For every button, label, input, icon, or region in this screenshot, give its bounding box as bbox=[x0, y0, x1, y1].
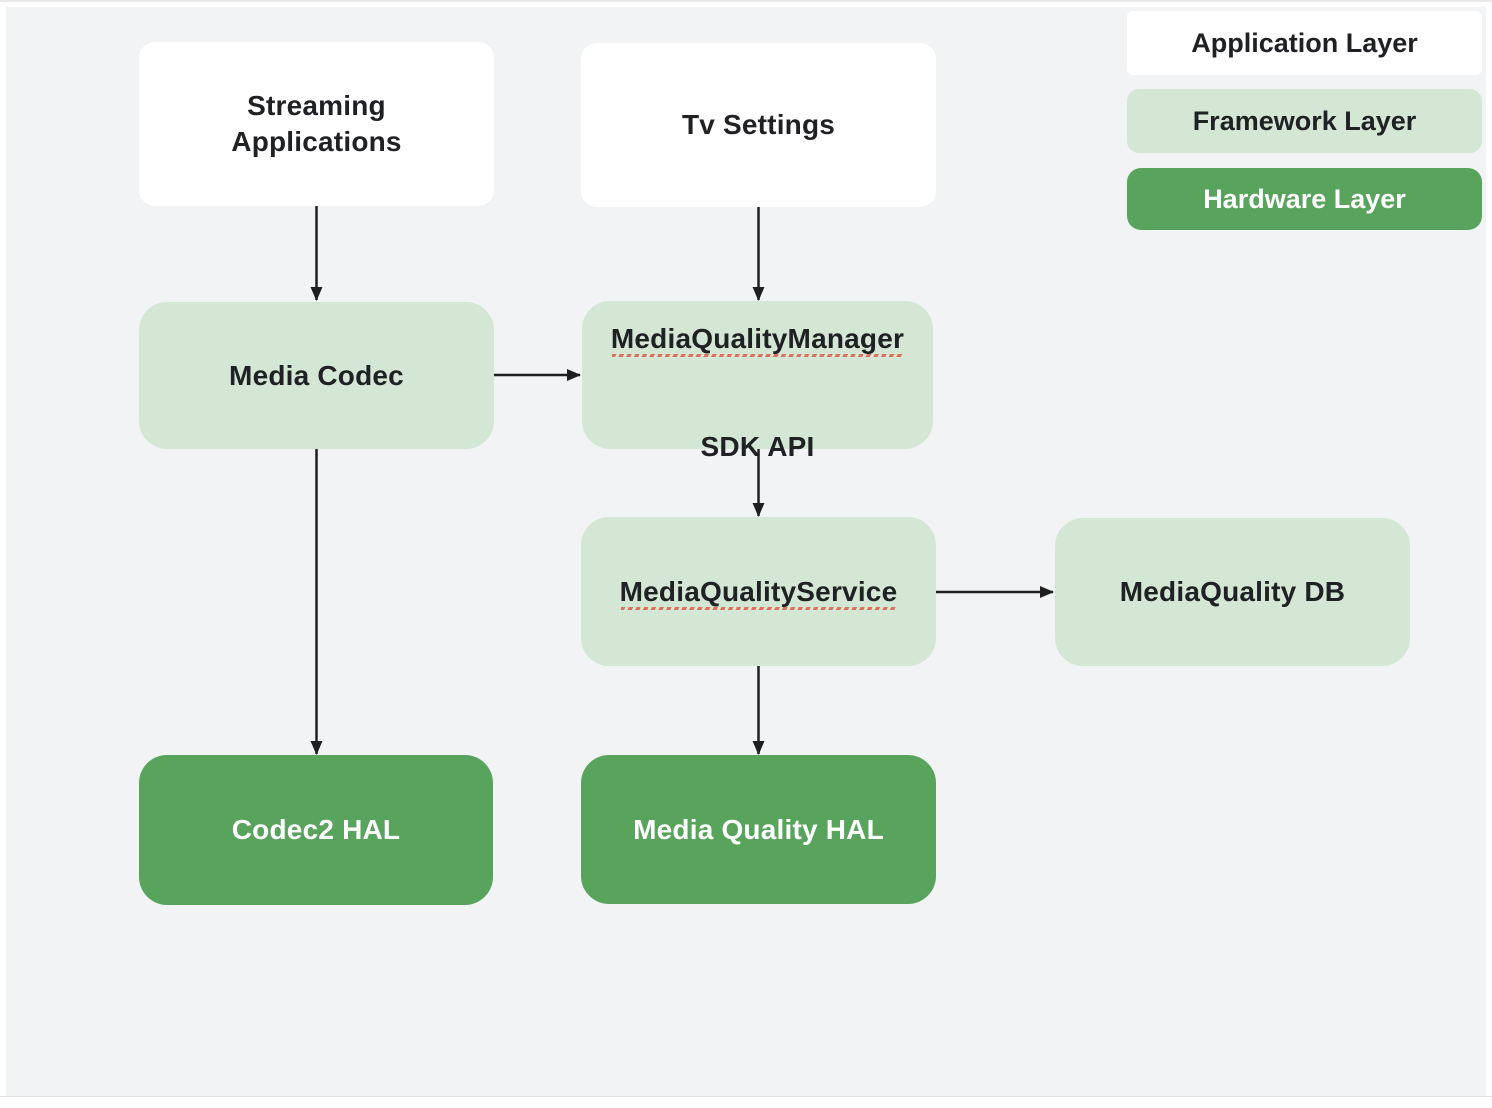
window-bottom-divider bbox=[0, 1096, 1492, 1097]
legend-application-layer-label: Application Layer bbox=[1191, 27, 1418, 58]
node-media-quality-hal: Media Quality HAL bbox=[581, 755, 936, 904]
node-media-quality-manager-line1: MediaQualityManager bbox=[611, 321, 904, 357]
legend-framework-layer-label: Framework Layer bbox=[1192, 105, 1417, 136]
legend-hardware-layer-label: Hardware Layer bbox=[1203, 183, 1406, 214]
node-media-codec: Media Codec bbox=[139, 302, 494, 449]
node-media-quality-manager-line2: SDK API bbox=[700, 431, 815, 462]
node-media-quality-service: MediaQualityService bbox=[581, 517, 936, 666]
node-media-quality-manager-sdk-api-label: MediaQualityManager SDK API bbox=[611, 285, 904, 465]
node-tv-settings: Tv Settings bbox=[581, 43, 936, 207]
node-media-quality-manager-sdk-api: MediaQualityManager SDK API bbox=[582, 301, 933, 462]
node-codec2-hal-label: Codec2 HAL bbox=[231, 814, 401, 845]
node-media-quality-hal-label: Media Quality HAL bbox=[633, 813, 884, 845]
node-media-quality-service-label: MediaQualityService bbox=[620, 574, 898, 610]
node-media-quality-db: MediaQuality DB bbox=[1055, 518, 1410, 666]
node-media-quality-db-label: MediaQuality DB bbox=[1119, 576, 1346, 607]
legend-hardware-layer: Hardware Layer bbox=[1127, 168, 1482, 230]
legend-framework-layer: Framework Layer bbox=[1127, 89, 1482, 153]
node-streaming-applications: Streaming Applications bbox=[139, 42, 494, 206]
node-tv-settings-label: Tv Settings bbox=[681, 109, 836, 140]
node-streaming-applications-label: Streaming Applications bbox=[231, 90, 402, 157]
node-codec2-hal: Codec2 HAL bbox=[139, 755, 493, 905]
legend-application-layer: Application Layer bbox=[1127, 11, 1482, 75]
window-top-divider bbox=[0, 0, 1492, 2]
node-media-codec-label: Media Codec bbox=[229, 359, 404, 391]
